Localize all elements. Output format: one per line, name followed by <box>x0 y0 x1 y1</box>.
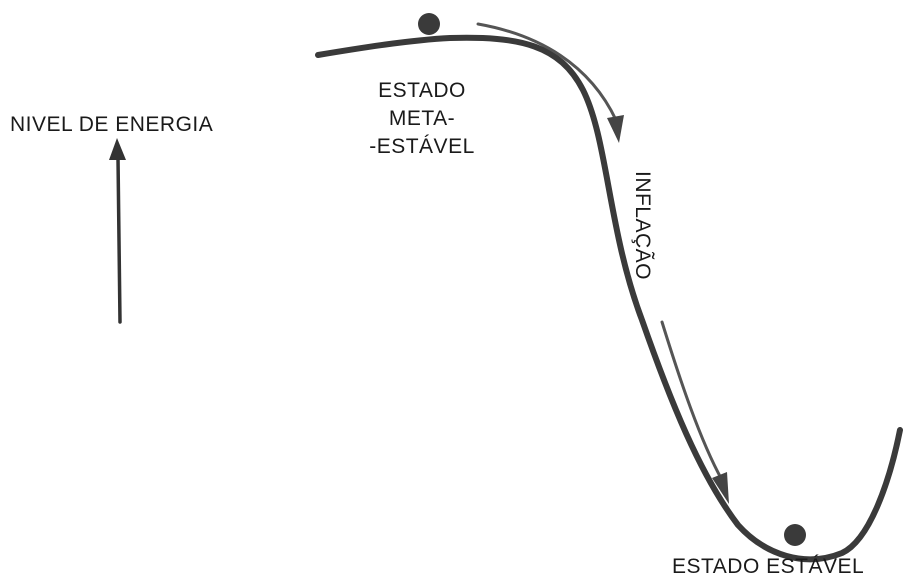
potential-curve <box>315 34 903 563</box>
inflation-arrow-lower <box>660 320 729 504</box>
metastable-label-line3: -ESTÁVEL <box>369 135 475 158</box>
metastable-label-line2: META- <box>388 107 456 130</box>
energy-axis-label: NIVEL DE ENERGIA <box>10 113 214 136</box>
metastable-label-line1: ESTADO <box>378 79 466 102</box>
ball-metastable <box>418 13 440 35</box>
metastable-state-label: ESTADO META- -ESTÁVEL <box>352 80 492 157</box>
inflation-label: INFLAÇÃO <box>631 170 655 281</box>
inflation-arrow-upper <box>476 22 624 143</box>
energy-axis-arrow <box>109 138 126 324</box>
ball-stable <box>784 524 806 546</box>
stable-state-label: ESTADO ESTÁVEL <box>672 555 865 578</box>
